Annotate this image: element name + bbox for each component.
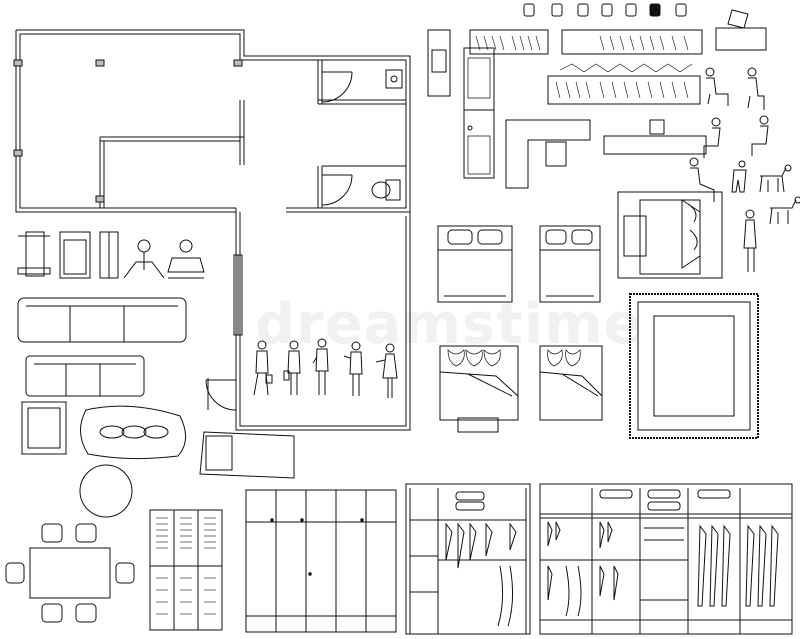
person-silhouette-icon bbox=[748, 68, 764, 110]
chair-icon bbox=[42, 604, 62, 622]
people-seated-group bbox=[690, 68, 768, 272]
person-silhouette-icon bbox=[690, 158, 714, 202]
weight-bench bbox=[18, 232, 50, 276]
person-silhouette-icon bbox=[744, 210, 756, 272]
open-closet-large bbox=[540, 484, 792, 634]
wardrobe-doors bbox=[246, 490, 396, 632]
person-silhouette-icon bbox=[344, 342, 362, 396]
person-silhouette-icon bbox=[254, 341, 272, 395]
desk-l-shaped bbox=[506, 120, 590, 188]
lounge-chair-l bbox=[200, 432, 294, 478]
bed-double-3 bbox=[440, 346, 518, 432]
dining-set bbox=[6, 524, 134, 622]
person-silhouette-icon bbox=[284, 341, 300, 395]
treadmill bbox=[60, 232, 90, 278]
tv-console bbox=[604, 120, 706, 154]
bed-king-with-nightstands bbox=[618, 192, 722, 278]
long-garments bbox=[566, 566, 581, 616]
chair-icon bbox=[6, 563, 24, 583]
wardrobe-louvered bbox=[150, 510, 222, 630]
dog-icon bbox=[770, 197, 800, 224]
exercise-station bbox=[124, 240, 164, 278]
person-silhouette-icon bbox=[752, 116, 768, 156]
rowing-machine bbox=[100, 232, 118, 278]
hanger-icon bbox=[446, 524, 492, 568]
sofa-medium bbox=[26, 356, 144, 396]
person-silhouette-icon bbox=[313, 339, 328, 395]
people-group bbox=[254, 339, 397, 398]
exercise-station-2 bbox=[168, 240, 204, 278]
folded-clothes bbox=[456, 492, 484, 510]
sofa-curved bbox=[80, 406, 185, 458]
person-silhouette-icon bbox=[706, 68, 728, 106]
long-garments bbox=[498, 566, 513, 626]
round-table bbox=[80, 465, 132, 517]
chair-icon bbox=[76, 604, 96, 622]
chair-icon bbox=[42, 524, 62, 542]
dog-icon bbox=[732, 161, 746, 192]
hanger-icon bbox=[510, 524, 516, 550]
bar-stools bbox=[524, 4, 686, 16]
open-closet-small bbox=[406, 484, 530, 634]
chair-icon bbox=[116, 563, 134, 583]
kitchen-counter bbox=[428, 30, 494, 178]
person-silhouette-icon bbox=[376, 344, 397, 398]
bed-double-4 bbox=[540, 346, 602, 420]
armchair-square bbox=[22, 402, 66, 454]
gym-equipment-row bbox=[18, 232, 204, 278]
floor-plan-doors bbox=[206, 72, 352, 410]
side-table-lamp bbox=[716, 10, 766, 50]
bed-double-1 bbox=[438, 226, 512, 302]
floor-plan-walls bbox=[14, 30, 410, 430]
toilet-fixture bbox=[372, 180, 400, 200]
bed-double-2 bbox=[540, 226, 600, 302]
hanger-icon bbox=[548, 522, 778, 606]
folded-clothes bbox=[600, 490, 730, 510]
chair-icon bbox=[76, 524, 96, 542]
floor-plan bbox=[14, 30, 410, 430]
person-silhouette-icon bbox=[704, 118, 720, 158]
dogs-group bbox=[732, 161, 800, 224]
sink-fixture bbox=[386, 70, 402, 88]
upper-cabinets bbox=[470, 30, 702, 104]
area-rug bbox=[630, 294, 758, 438]
dining-table bbox=[30, 548, 110, 598]
dog-icon bbox=[760, 165, 791, 192]
sofa-large bbox=[18, 298, 186, 342]
